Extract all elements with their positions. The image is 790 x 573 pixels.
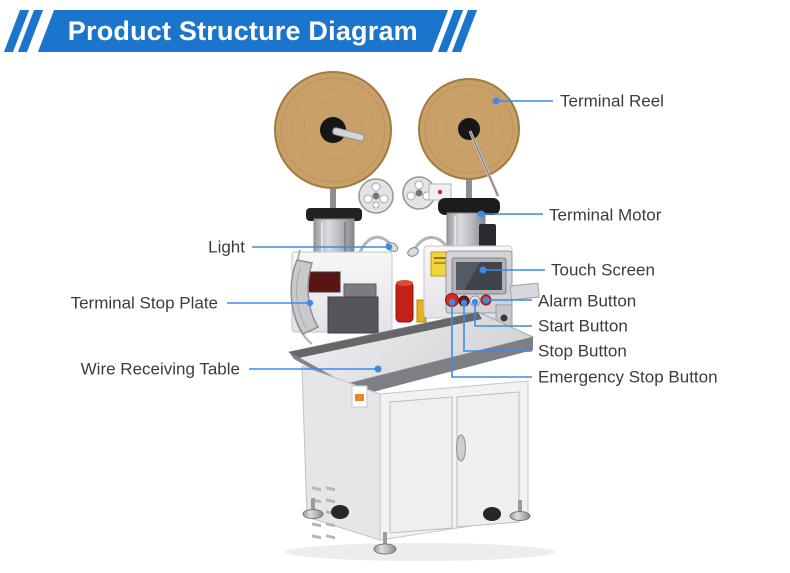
door-handle xyxy=(456,434,466,462)
cabinet-door-right xyxy=(456,391,520,528)
label-terminal-motor: Terminal Motor xyxy=(549,205,662,225)
machine-feet xyxy=(302,498,531,555)
label-touch-screen: Touch Screen xyxy=(551,260,655,280)
terminal-reel-left xyxy=(274,71,392,189)
wire-feeder-box xyxy=(428,183,452,201)
touch-screen xyxy=(451,257,507,295)
label-start-button: Start Button xyxy=(538,316,628,336)
label-terminal-stop-plate: Terminal Stop Plate xyxy=(70,293,218,313)
label-emergency-stop-button: Emergency Stop Button xyxy=(538,367,718,387)
crimp-unit-left xyxy=(291,249,393,345)
label-light: Light xyxy=(208,237,245,257)
wire-spool-left xyxy=(358,178,394,214)
label-stop-button: Stop Button xyxy=(538,341,627,361)
floor-shadow xyxy=(285,543,555,561)
cabinet-door-left xyxy=(389,396,453,534)
label-wire-receiving-table: Wire Receiving Table xyxy=(80,359,240,379)
terminal-stop-plate xyxy=(290,259,320,335)
reel-stand-left xyxy=(330,184,336,214)
leader-lines xyxy=(227,100,553,378)
label-alarm-button: Alarm Button xyxy=(538,291,637,311)
label-terminal-reel: Terminal Reel xyxy=(560,91,664,111)
wire-spool-right xyxy=(402,176,436,210)
title-banner: Product Structure Diagram xyxy=(3,10,478,52)
terminal-reel-right xyxy=(418,78,520,197)
leader-dots xyxy=(306,97,500,373)
cabinet xyxy=(301,365,529,541)
page-title: Product Structure Diagram xyxy=(68,15,419,46)
banner-body: Product Structure Diagram xyxy=(37,10,449,52)
reel-stand-right xyxy=(466,174,472,206)
